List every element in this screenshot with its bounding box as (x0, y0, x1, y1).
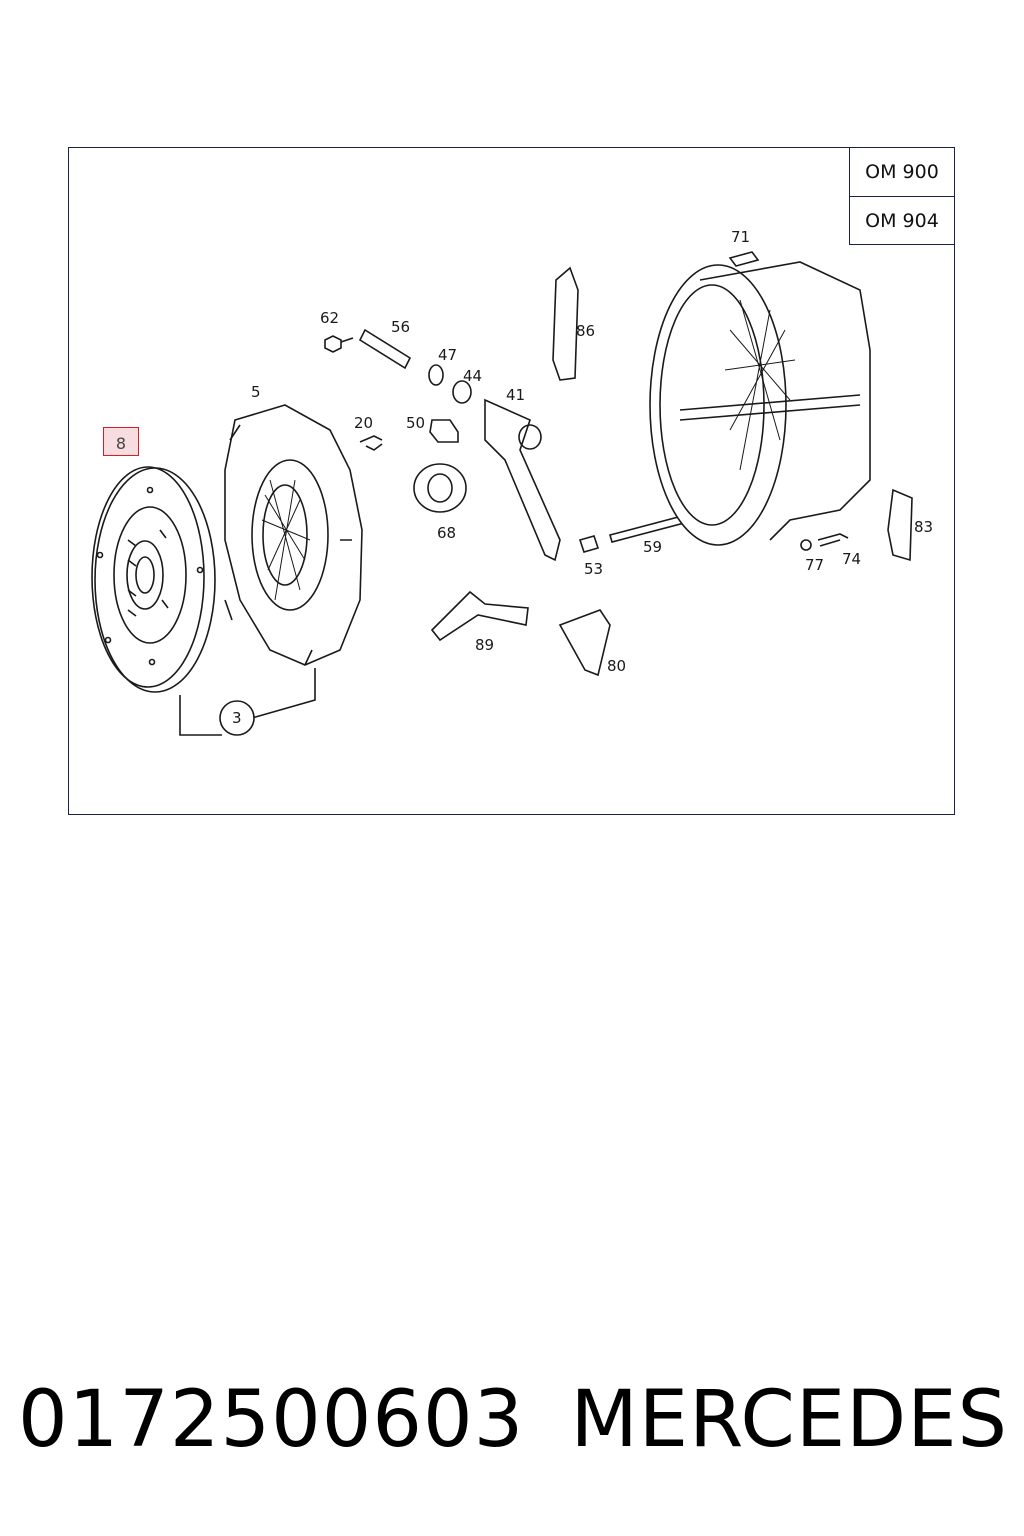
small-parts-drawing (324, 251, 913, 677)
engine-model-box: OM 900 OM 904 (849, 147, 955, 245)
footer-caption: 0172500603 MERCEDES (18, 1365, 1008, 1475)
part-label-74[interactable]: 74 (842, 550, 862, 568)
part-label-47[interactable]: 47 (438, 346, 458, 364)
brand-name: MERCEDES (570, 1375, 1008, 1465)
gearbox-housing-drawing (649, 261, 871, 546)
part-label-56[interactable]: 56 (391, 318, 411, 336)
part-label-44[interactable]: 44 (463, 367, 483, 385)
exploded-clutch-diagram (91, 251, 913, 736)
part-label-68[interactable]: 68 (437, 524, 457, 542)
model-om-900[interactable]: OM 900 (850, 148, 954, 197)
highlighted-part-label-8[interactable]: 8 (103, 427, 139, 456)
part-label-41[interactable]: 41 (506, 386, 526, 404)
part-label-77[interactable]: 77 (805, 556, 825, 574)
clutch-disc-drawing (91, 466, 216, 693)
part-label-89[interactable]: 89 (475, 636, 495, 654)
part-label-3[interactable]: 3 (232, 709, 242, 727)
part-label-20[interactable]: 20 (354, 414, 374, 432)
part-label-80[interactable]: 80 (607, 657, 627, 675)
part-label-53[interactable]: 53 (584, 560, 604, 578)
part-number: 0172500603 (18, 1375, 525, 1465)
callout-circle-3 (219, 700, 255, 736)
pressure-plate-drawing (224, 404, 363, 666)
part-label-59[interactable]: 59 (643, 538, 663, 556)
part-label-62[interactable]: 62 (320, 309, 340, 327)
part-label-50[interactable]: 50 (406, 414, 426, 432)
diagram-frame (68, 147, 955, 815)
highlighted-part-label-text: 8 (115, 434, 127, 453)
part-label-86[interactable]: 86 (576, 322, 596, 340)
labels-layer: 71 86 62 56 47 44 41 5 20 50 68 59 53 77… (103, 228, 934, 727)
bracket-3-lines (179, 668, 316, 736)
part-label-71[interactable]: 71 (731, 228, 751, 246)
part-label-83[interactable]: 83 (914, 518, 934, 536)
part-label-5[interactable]: 5 (251, 383, 261, 401)
model-om-904[interactable]: OM 904 (865, 210, 939, 232)
